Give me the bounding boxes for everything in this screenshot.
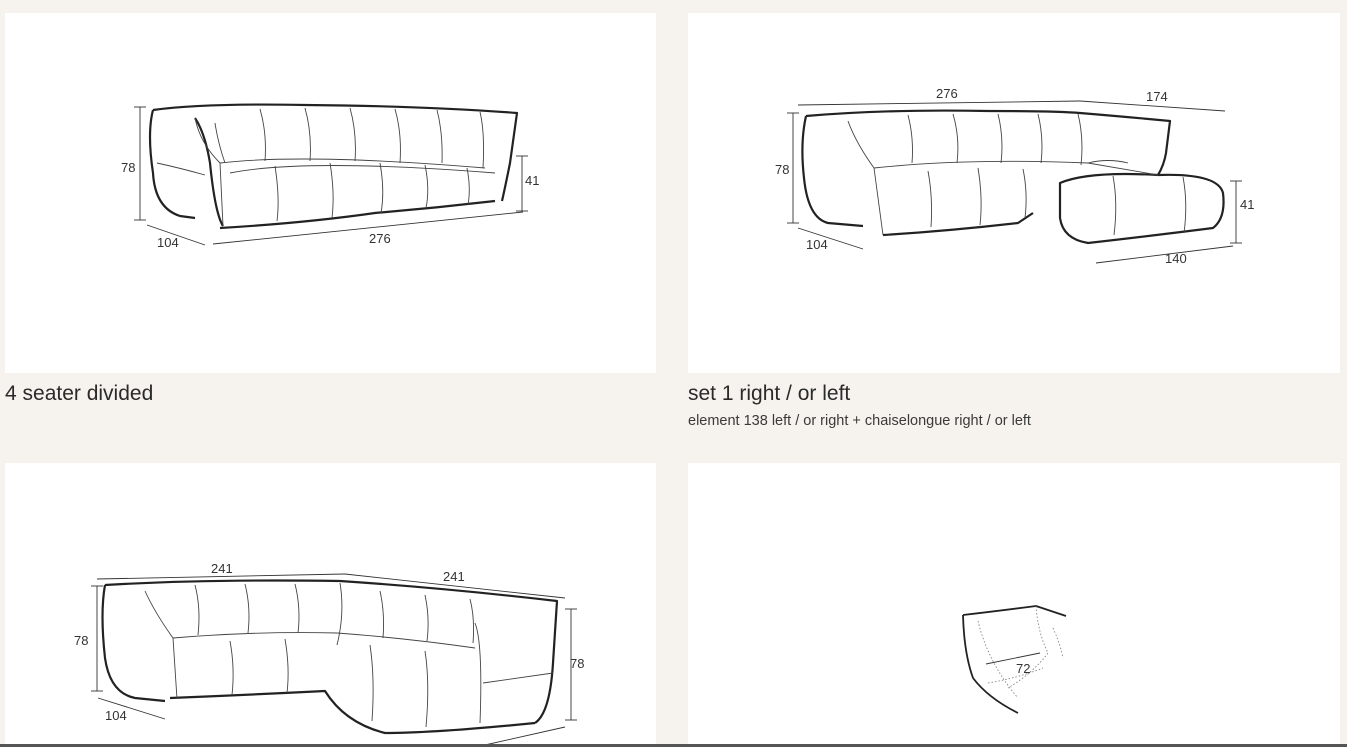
depth-label: 104: [806, 237, 828, 252]
width-right-label: 241: [443, 569, 465, 584]
corner-element-drawing: 72: [962, 605, 1067, 714]
height-label: 78: [775, 162, 789, 177]
product-card-corner-sofa[interactable]: 241 241 78 78 104: [5, 463, 656, 747]
product-card-set-1[interactable]: 276 174 78 41 104 140: [688, 13, 1340, 373]
depth-label: 104: [157, 235, 179, 250]
width-label: 276: [936, 86, 958, 101]
sofa-corner-drawing: 241 241 78 78 104: [74, 561, 584, 746]
product-card-4-seater[interactable]: 78 41 104 276: [5, 13, 656, 373]
chaise-width-label: 174: [1146, 89, 1168, 104]
product-card-corner-element[interactable]: 72: [688, 463, 1340, 747]
seat-height-label: 41: [1240, 197, 1254, 212]
width-label: 72: [1016, 661, 1030, 676]
seat-height-label: 41: [525, 173, 539, 188]
height-right-label: 78: [570, 656, 584, 671]
width-left-label: 241: [211, 561, 233, 576]
product-subtitle: element 138 left / or right + chaiselong…: [688, 413, 1031, 429]
sofa-4-seater-drawing: 78 41 104 276: [121, 103, 539, 250]
width-label: 276: [369, 231, 391, 246]
product-title: set 1 right / or left: [688, 382, 851, 405]
bottom-divider: [0, 744, 1347, 747]
product-title: 4 seater divided: [5, 382, 154, 405]
height-label: 78: [74, 633, 88, 648]
depth-label: 104: [105, 708, 127, 723]
sofa-chaise-set-drawing: 276 174 78 41 104 140: [775, 86, 1254, 266]
height-label: 78: [121, 160, 135, 175]
chaise-depth-label: 140: [1165, 251, 1187, 266]
